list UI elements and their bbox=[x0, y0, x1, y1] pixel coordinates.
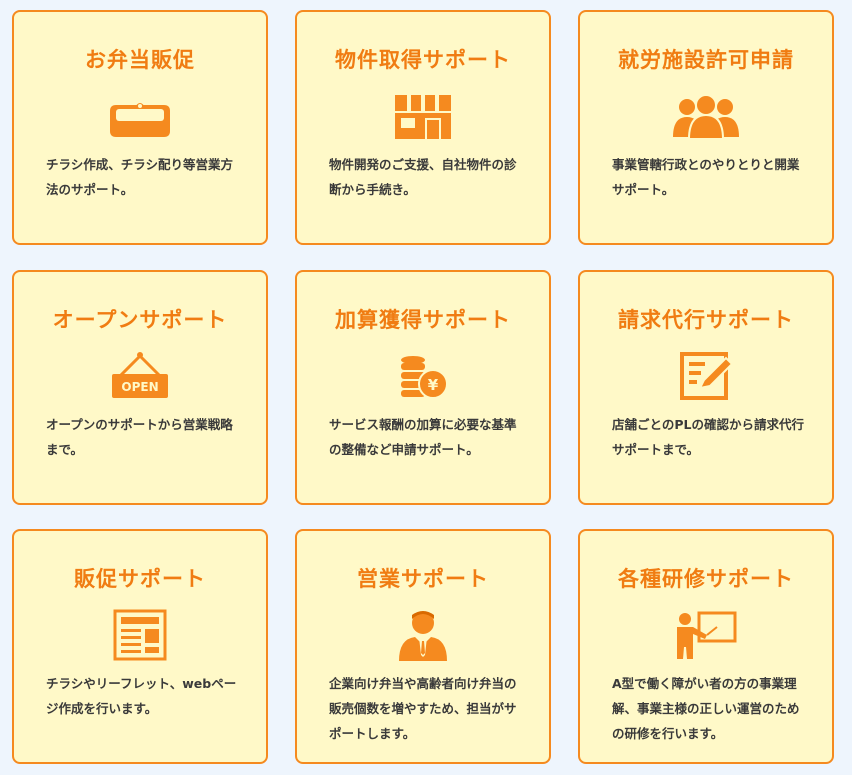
group-people-icon bbox=[670, 88, 742, 144]
card-description: オープンのサポートから営業戦略まで。 bbox=[46, 417, 233, 457]
card-title: 販促サポート bbox=[74, 567, 206, 591]
card-title: オープンサポート bbox=[52, 308, 228, 332]
bento-box-icon bbox=[104, 88, 176, 144]
open-sign-label: OPEN bbox=[121, 380, 158, 394]
teacher-board-icon bbox=[670, 607, 742, 663]
yen-symbol: ¥ bbox=[428, 376, 439, 394]
card-description: 事業管轄行政とのやりとりと開業サポート。 bbox=[612, 157, 800, 197]
document-edit-icon bbox=[670, 348, 742, 404]
card-title: 物件取得サポート bbox=[335, 48, 511, 72]
card-title: お弁当販促 bbox=[85, 48, 195, 72]
storefront-icon bbox=[387, 88, 459, 144]
card-title: 営業サポート bbox=[357, 567, 489, 591]
card-description: チラシやリーフレット、webページ作成を行います。 bbox=[46, 676, 237, 716]
service-card-training-support[interactable]: 各種研修サポート A型で働く障がい者の方の事業理解、事業主様の正しい運営のための… bbox=[578, 529, 834, 764]
card-description: 店舗ごとのPLの確認から請求代行サポートまで。 bbox=[612, 417, 805, 457]
service-card-facility-permit[interactable]: 就労施設許可申請 事業管轄行政とのやりとりと開業サポート。 bbox=[578, 10, 834, 245]
card-title: 就労施設許可申請 bbox=[618, 48, 794, 72]
service-card-bento-promotion[interactable]: お弁当販促 チラシ作成、チラシ配り等営業方法のサポート。 bbox=[12, 10, 268, 245]
service-card-billing-agency[interactable]: 請求代行サポート 店舗ごとのPLの確認から請求代行サポートまで。 bbox=[578, 270, 834, 505]
card-title: 請求代行サポート bbox=[618, 308, 794, 332]
card-title: 各種研修サポート bbox=[618, 567, 794, 591]
card-description: サービス報酬の加算に必要な基準の整備など申請サポート。 bbox=[329, 417, 517, 457]
service-card-bonus-acquisition[interactable]: 加算獲得サポート ¥ サービス報酬の加算に必要な基準の整備など申請サポート。 bbox=[295, 270, 551, 505]
service-card-property-acquisition[interactable]: 物件取得サポート 物件開発のご支援、自社物件の診断から手続き。 bbox=[295, 10, 551, 245]
service-card-sales-support[interactable]: 営業サポート 企業向け弁当や高齢者向け弁当の販売個数を増やすため、担当がサポート… bbox=[295, 529, 551, 764]
businessman-icon bbox=[387, 607, 459, 663]
card-description: チラシ作成、チラシ配り等営業方法のサポート。 bbox=[46, 157, 234, 197]
open-sign-icon: OPEN bbox=[104, 348, 176, 404]
card-title: 加算獲得サポート bbox=[335, 308, 511, 332]
card-description: 企業向け弁当や高齢者向け弁当の販売個数を増やすため、担当がサポートします。 bbox=[329, 676, 517, 741]
service-card-sales-promotion[interactable]: 販促サポート チラシやリーフレット、webページ作成を行います。 bbox=[12, 529, 268, 764]
card-description: 物件開発のご支援、自社物件の診断から手続き。 bbox=[329, 157, 517, 197]
yen-coins-icon: ¥ bbox=[387, 348, 459, 404]
service-card-open-support[interactable]: オープンサポート OPEN オープンのサポートから営業戦略まで。 bbox=[12, 270, 268, 505]
newspaper-icon bbox=[104, 607, 176, 663]
card-description: A型で働く障がい者の方の事業理解、事業主様の正しい運営のための研修を行います。 bbox=[612, 676, 800, 741]
